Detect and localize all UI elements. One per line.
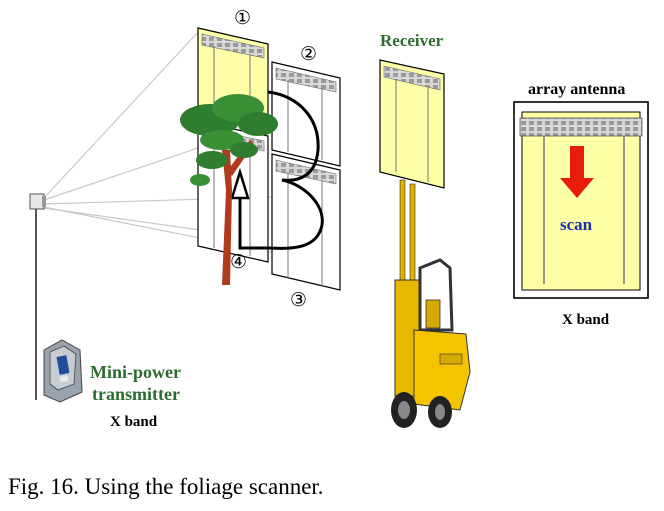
handheld-transmitter-icon: [43, 339, 83, 403]
transmitter-unit: [29, 193, 46, 400]
scan-arrow-icon: [560, 146, 594, 198]
array-antenna-label: array antenna: [528, 81, 625, 98]
tree-icon: [180, 94, 278, 285]
panel-3: [271, 153, 341, 291]
transmitter-label-line2: transmitter: [92, 384, 180, 404]
receiver-panel: [379, 59, 445, 189]
scan-path-arrowhead: [230, 167, 250, 200]
panel-number-3: ③: [290, 290, 307, 311]
receiver-label: Receiver: [380, 31, 444, 50]
transmitter-label-line1: Mini-power: [90, 362, 181, 382]
panel-number-4: ④: [230, 252, 247, 273]
array-antenna-box: [513, 101, 649, 299]
panel-number-2: ②: [300, 44, 317, 65]
scan-label: scan: [560, 215, 593, 234]
panel-number-1: ①: [234, 8, 251, 29]
array-x-band-label: X band: [562, 312, 610, 328]
figure-caption: Fig. 16. Using the foliage scanner.: [8, 474, 324, 499]
scan-path-arrow: [238, 90, 324, 250]
forklift-icon: [391, 179, 471, 428]
panel-2: [271, 61, 341, 167]
transmitter-x-band-label: X band: [110, 414, 158, 430]
